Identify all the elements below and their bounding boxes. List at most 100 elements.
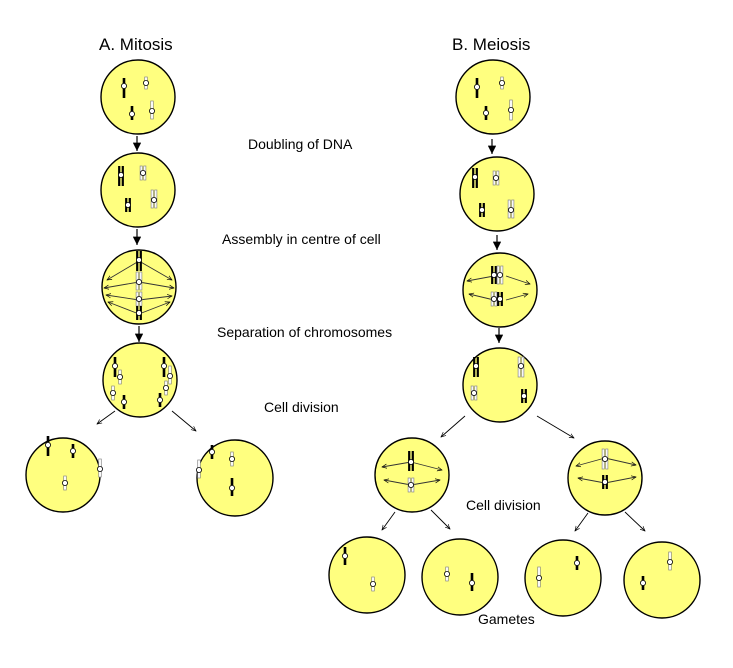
centromere: [507, 107, 514, 114]
chromosome-dark: [478, 203, 485, 217]
chromosome-dark: [121, 395, 128, 409]
spindle-fiber: [467, 275, 495, 281]
centromere: [574, 560, 581, 567]
chromosome-dark: [341, 547, 348, 565]
chromosome-light: [470, 385, 478, 401]
chromosome-dark: [121, 78, 128, 98]
chromosome-dark: [490, 266, 497, 284]
mitosis-cell-1: [100, 59, 176, 135]
centromere: [121, 398, 128, 405]
centromere: [70, 447, 77, 454]
centromere: [166, 372, 173, 379]
chromosome-dark: [496, 292, 503, 306]
spindle-fiber: [107, 260, 140, 280]
mitosis-cell-2: [100, 152, 176, 228]
chromosome-dark: [70, 444, 77, 458]
spindle-fiber: [410, 461, 442, 470]
chromosome-dark: [156, 393, 163, 407]
chromosome-light: [667, 551, 674, 571]
cell-membrane: [100, 59, 176, 135]
cell-membrane: [623, 541, 701, 619]
cell-membrane: [524, 539, 602, 617]
chromosome-light: [162, 380, 169, 396]
centromere: [468, 580, 475, 587]
cell-membrane: [102, 342, 178, 418]
step-label-doubling: Doubling of DNA: [248, 136, 353, 152]
centromere: [518, 362, 525, 369]
chromosome-light: [517, 356, 525, 378]
centromere: [507, 206, 514, 213]
centromere: [135, 278, 142, 285]
gamete-cell-1: [328, 536, 406, 614]
centromere: [142, 80, 149, 87]
centromere: [208, 448, 215, 455]
arrow-meiosis-right: [536, 415, 574, 438]
centromere: [667, 559, 674, 566]
chromosome-dark: [521, 389, 528, 403]
centromere: [148, 108, 155, 115]
centromere: [228, 455, 235, 462]
cells-layer: [25, 59, 701, 619]
centromere: [156, 396, 163, 403]
spindle-fiber: [505, 294, 528, 301]
spindle-fiber: [108, 302, 140, 315]
mitosis-cell-4: [102, 342, 178, 418]
chromosome-light: [135, 271, 143, 291]
centromere: [521, 392, 528, 399]
spindle-fiber: [382, 461, 412, 467]
chromosome-light: [117, 369, 124, 385]
centromere: [128, 111, 135, 118]
chromosome-light: [97, 458, 104, 478]
centromere: [536, 575, 543, 582]
chromosome-light: [407, 477, 415, 493]
chromosome-dark: [135, 251, 142, 271]
chromosome-dark: [471, 168, 478, 188]
chromosome-light: [195, 459, 202, 479]
arrow-mitosis-left: [97, 410, 116, 424]
chromosome-dark: [135, 306, 142, 320]
arrow-meiosis-g3: [575, 512, 589, 531]
meiosis-title: B. Meiosis: [452, 35, 531, 54]
chromosome-light: [490, 291, 498, 307]
centromere: [496, 295, 503, 302]
spindle-fiber: [138, 302, 170, 315]
gamete-cell-4: [623, 541, 701, 619]
chromosome-dark: [128, 106, 135, 120]
chromosome-light: [148, 100, 155, 120]
centromere: [490, 271, 497, 278]
centromere: [110, 389, 117, 396]
spindle-fiber: [384, 480, 412, 486]
chromosome-light: [601, 448, 609, 470]
centromere: [135, 309, 142, 316]
centromere: [443, 571, 450, 578]
chromosome-dark: [160, 357, 167, 377]
centromere: [407, 458, 414, 465]
gamete-cell-2: [421, 538, 499, 616]
cell-membrane: [25, 437, 101, 513]
centromere: [602, 455, 609, 462]
gamete-cell-3: [524, 539, 602, 617]
centromere: [602, 478, 609, 485]
chromosome-dark: [640, 576, 647, 590]
spindle-fiber: [505, 275, 530, 284]
spindle-fiber: [410, 480, 440, 486]
chromosome-dark: [125, 198, 132, 212]
centromere: [407, 481, 414, 488]
cell-membrane: [374, 437, 450, 513]
centromere: [162, 384, 169, 391]
cell-membrane: [101, 249, 177, 325]
chromosome-dark: [602, 475, 609, 489]
centromere: [490, 295, 497, 302]
centromere: [473, 84, 480, 91]
spindle-fiber: [604, 477, 636, 484]
centromere: [125, 201, 132, 208]
centromere: [195, 466, 202, 473]
arrows-layer: [97, 136, 645, 531]
chromosome-light: [369, 576, 376, 592]
centromere: [640, 580, 647, 587]
cell-membrane: [100, 152, 176, 228]
chromosome-light: [492, 170, 500, 186]
arrow-meiosis-g4: [624, 511, 645, 531]
cell-membrane: [455, 59, 531, 135]
